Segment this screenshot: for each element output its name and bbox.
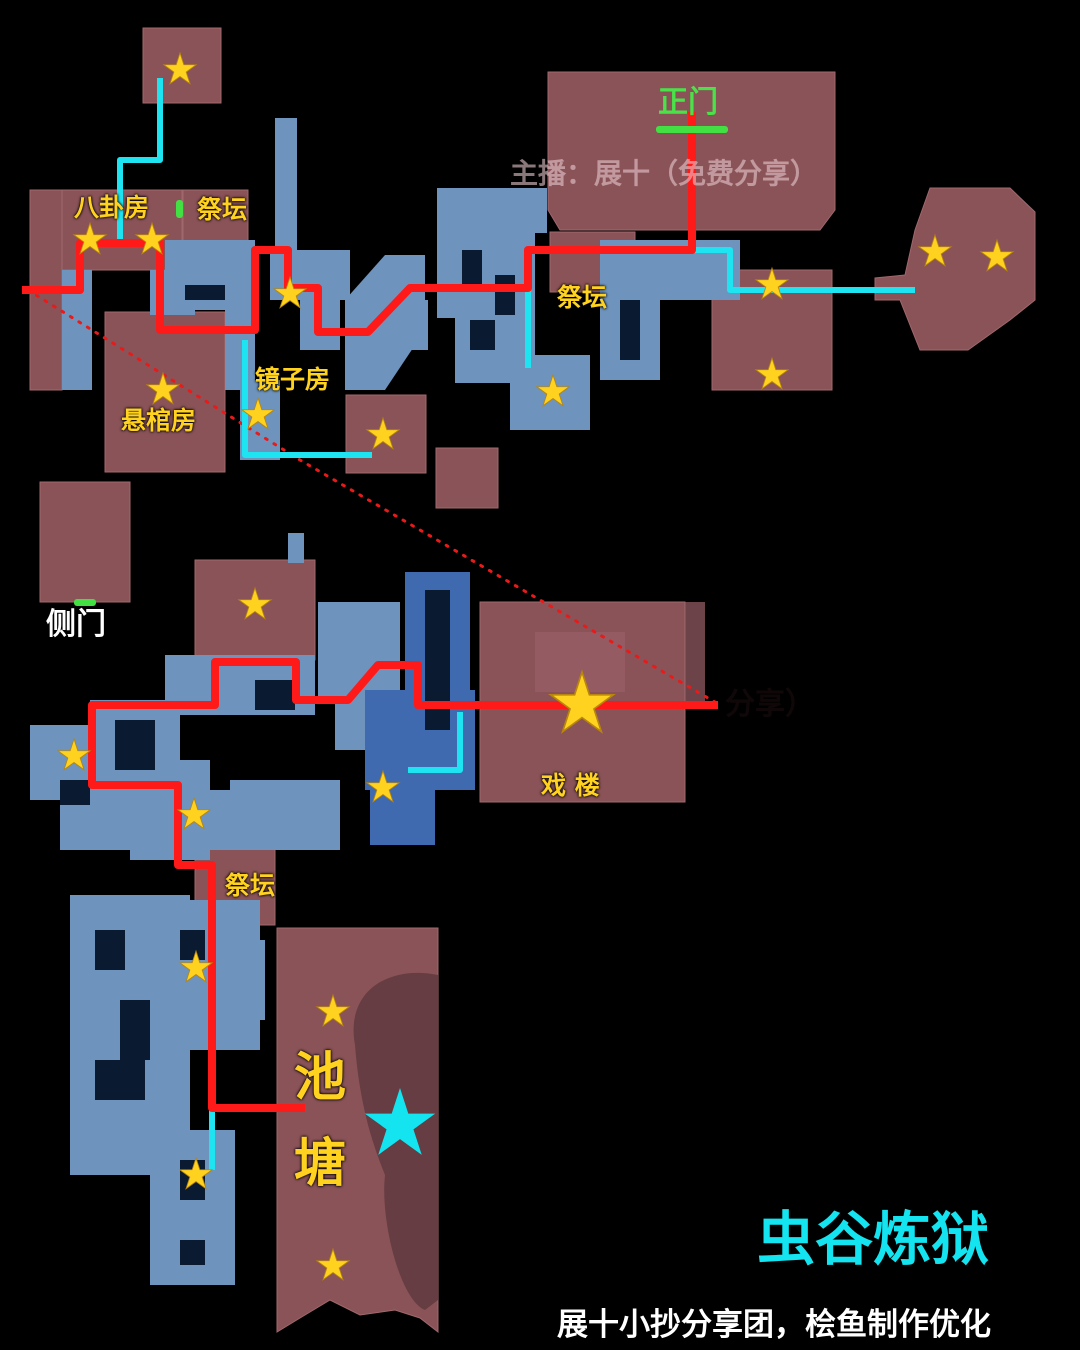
label-pond-1: 池	[294, 1048, 347, 1108]
label-pond-2: 塘	[294, 1134, 347, 1194]
main-route-lower	[88, 658, 718, 1112]
entrance-marker-icon	[656, 126, 728, 133]
entrance-markers	[74, 126, 728, 606]
branch-routes	[117, 78, 915, 1170]
label-altar-2: 祭坛	[557, 283, 608, 312]
room-small-center	[435, 447, 499, 509]
label-altar-1: 祭坛	[197, 195, 248, 224]
credit-text: 展十小抄分享团，桧鱼制作优化	[557, 1307, 991, 1343]
label-coffin-room: 悬棺房	[121, 406, 197, 435]
label-altar-3: 祭坛	[225, 871, 276, 900]
watermark: 主播：展十（免费分享）	[510, 157, 819, 190]
watermark-partial: 分享）	[725, 687, 815, 722]
label-side-gate: 侧门	[46, 607, 106, 642]
dotted-route	[26, 288, 722, 707]
label-main-gate: 正门	[658, 85, 718, 120]
corridor-holes-lower	[60, 590, 450, 1265]
map-title: 虫谷炼狱	[757, 1205, 990, 1273]
entrance-marker-icon	[74, 599, 96, 606]
label-mirror-room: 镜子房	[255, 365, 331, 394]
entrance-marker-icon	[176, 200, 183, 218]
label-opera-tower: 戏 楼	[541, 771, 600, 800]
room-side-gate	[39, 481, 131, 603]
label-bagua-room: 八卦房	[74, 193, 150, 222]
room-east-hex	[874, 187, 1036, 351]
